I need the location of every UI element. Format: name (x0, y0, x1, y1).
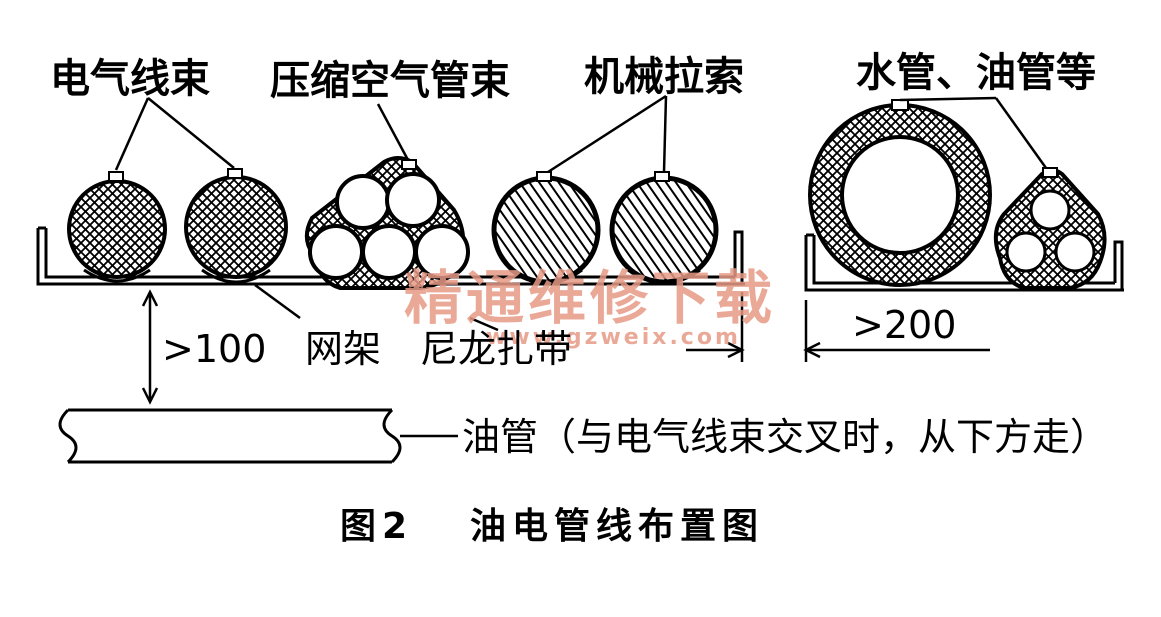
left-mesh-tray (36, 226, 745, 286)
dimension-200 (686, 292, 990, 362)
electric-harness-bundle-2 (184, 168, 288, 284)
label-nylon-tie: 尼龙扎带 (420, 327, 572, 371)
watermark-brand: 精通维修下载 (404, 264, 776, 332)
caption-title: 油电管线布置图 (470, 506, 764, 547)
mechanical-cable-1 (491, 171, 601, 285)
label-mechanical-cable: 机械拉索 (584, 54, 744, 100)
electric-harness-bundle-1 (67, 171, 167, 283)
caption-figure-number: 图2 (340, 506, 413, 547)
watermark-url: www.gzweix.com (486, 325, 741, 350)
label-mesh-frame: 网架 (305, 327, 381, 371)
oil-pipe-below (58, 408, 458, 464)
label-gap-100: >100 (162, 327, 266, 371)
leader-lines (114, 94, 1048, 332)
compressed-air-pipe-bundle (304, 156, 470, 290)
large-water-pipe (808, 99, 992, 287)
label-electric-harness: 电气线束 (50, 56, 210, 102)
small-oil-pipe-bundle (993, 167, 1107, 290)
label-oil-pipe-note: 油管（与电气线束交叉时，从下方走） (462, 415, 1108, 459)
label-gap-200: >200 (852, 303, 956, 347)
watermark: 精通维修下载 www.gzweix.com (404, 264, 776, 350)
label-compressed-air-bundle: 压缩空气管束 (270, 58, 510, 104)
mechanical-cable-2 (609, 171, 719, 285)
dimension-100 (141, 289, 159, 405)
label-water-oil-pipes: 水管、油管等 (856, 50, 1096, 96)
